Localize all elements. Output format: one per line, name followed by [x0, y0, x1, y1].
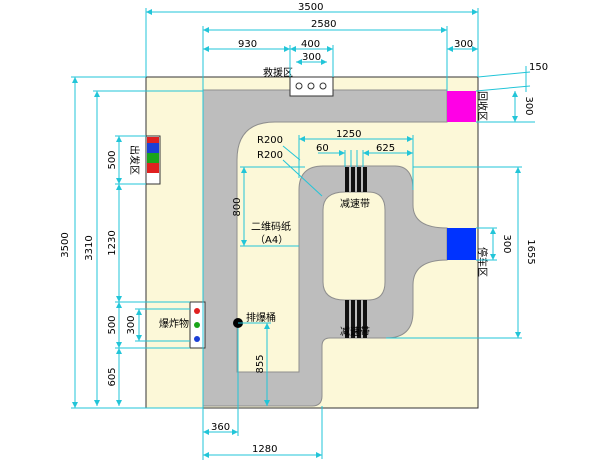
dim-1655: 1655: [525, 239, 536, 264]
dim-500-start: 500: [107, 150, 118, 169]
bumpTop-stripe-4: [363, 167, 367, 192]
rescue-slot-1: [295, 82, 303, 90]
dim-150-line-b: [475, 85, 531, 92]
rescue-slot-2: [307, 82, 315, 90]
return-zone: [447, 91, 476, 122]
dim-300-explosive: 300: [126, 315, 137, 334]
dim-300-rescue: 300: [302, 52, 321, 63]
dim-605: 605: [107, 367, 118, 386]
dim-3500-left: 3500: [60, 232, 71, 257]
dim-1230: 1230: [107, 230, 118, 255]
dim-1280: 1280: [252, 444, 277, 455]
dim-300-right: 300: [454, 39, 473, 50]
dim-360: 360: [211, 422, 230, 433]
radius-label-2: R200: [257, 150, 283, 161]
speed-bump-top-label: 减速带: [340, 198, 370, 210]
return-zone-label: 回收区: [476, 91, 489, 121]
qr-code-size-label: （A4）: [255, 234, 288, 246]
bumpTop-stripe-2: [351, 167, 355, 192]
dim-150-line: [477, 71, 531, 78]
start-zone-blue: [147, 143, 159, 153]
radius-leader-2: [282, 159, 323, 197]
dim-60: 60: [316, 143, 329, 154]
speed-bump-bottom: [345, 300, 367, 338]
explosive-label: 爆炸物: [159, 317, 189, 330]
bumpTop-stripe-1: [345, 167, 349, 192]
rescue-zone-label: 救援区: [263, 66, 293, 79]
explosive-blue: [194, 336, 200, 342]
speed-bump-bottom-label: 减速带: [340, 326, 370, 338]
inner-island: [322, 191, 386, 301]
dim-1250: 1250: [336, 129, 361, 140]
dim-930: 930: [238, 39, 257, 50]
start-zone-red: [147, 163, 159, 173]
bumpBottom-stripe-2: [351, 300, 355, 338]
bumpBottom-stripe-1: [345, 300, 349, 338]
dim-855: 855: [255, 354, 266, 373]
dim-2580: 2580: [311, 19, 336, 30]
radius-leader-1: [282, 145, 301, 161]
dim-400: 400: [301, 39, 320, 50]
explosive-green: [194, 322, 200, 328]
explosive-red: [194, 308, 200, 314]
rescue-slot-3: [319, 82, 327, 90]
qr-code-label: 二维码纸: [251, 220, 291, 233]
dim-3310: 3310: [84, 235, 95, 260]
dim-300-return: 300: [523, 96, 534, 115]
dim-800: 800: [232, 197, 243, 216]
dim-300-parking: 300: [501, 234, 512, 253]
bumpTop-stripe-3: [357, 167, 361, 192]
bomb-bin-label: 排爆桶: [246, 311, 276, 324]
parking-zone-label: 停车区: [476, 247, 489, 277]
bumpBottom-stripe-4: [363, 300, 367, 338]
dim-3500-top: 3500: [298, 2, 323, 13]
bumpBottom-stripe-3: [357, 300, 361, 338]
radius-label-1: R200: [257, 135, 283, 146]
speed-bump-top: [345, 167, 367, 192]
dim-150: 150: [529, 62, 548, 73]
parking-zone: [447, 228, 476, 260]
dim-625: 625: [376, 143, 395, 154]
dim-500-explosive: 500: [107, 315, 118, 334]
start-zone-red-top: [147, 137, 159, 143]
start-zone-label: 出发区: [128, 145, 141, 175]
start-zone-green: [147, 153, 159, 163]
